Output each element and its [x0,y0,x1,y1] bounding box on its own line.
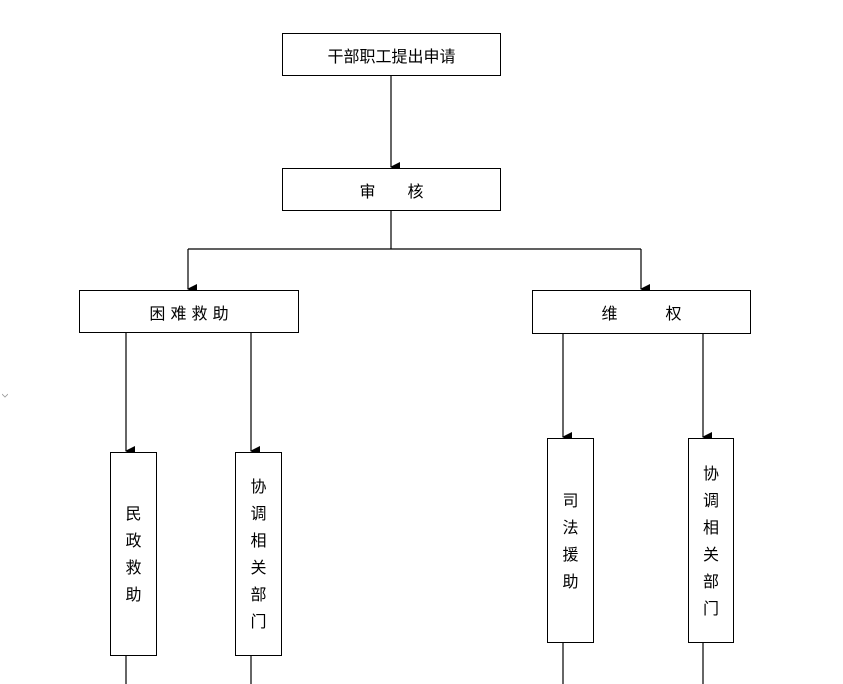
node-apply-label: 干部职工提出申请 [327,46,456,66]
node-legal-aid-label: 司法援助 [562,490,579,591]
node-rights: 维 权 [532,290,751,334]
node-coordinate-right-label: 协调相关部门 [703,463,720,618]
node-civil-aid-label: 民政救助 [125,504,142,604]
node-coordinate-left: 协调相关部门 [235,452,282,656]
node-rights-label: 维 权 [601,304,682,323]
node-hardship-aid-label: 困 难 救 助 [149,303,229,323]
node-legal-aid: 司法援助 [547,438,594,643]
margin-mark [2,393,8,398]
node-review: 审 核 [282,168,501,211]
node-hardship-aid: 困 难 救 助 [79,290,299,333]
node-apply: 干部职工提出申请 [282,33,501,76]
node-civil-aid: 民政救助 [110,452,157,656]
node-coordinate-right: 协调相关部门 [688,438,734,643]
node-coordinate-left-label: 协调相关部门 [250,477,267,631]
node-review-label: 审 核 [359,181,424,201]
